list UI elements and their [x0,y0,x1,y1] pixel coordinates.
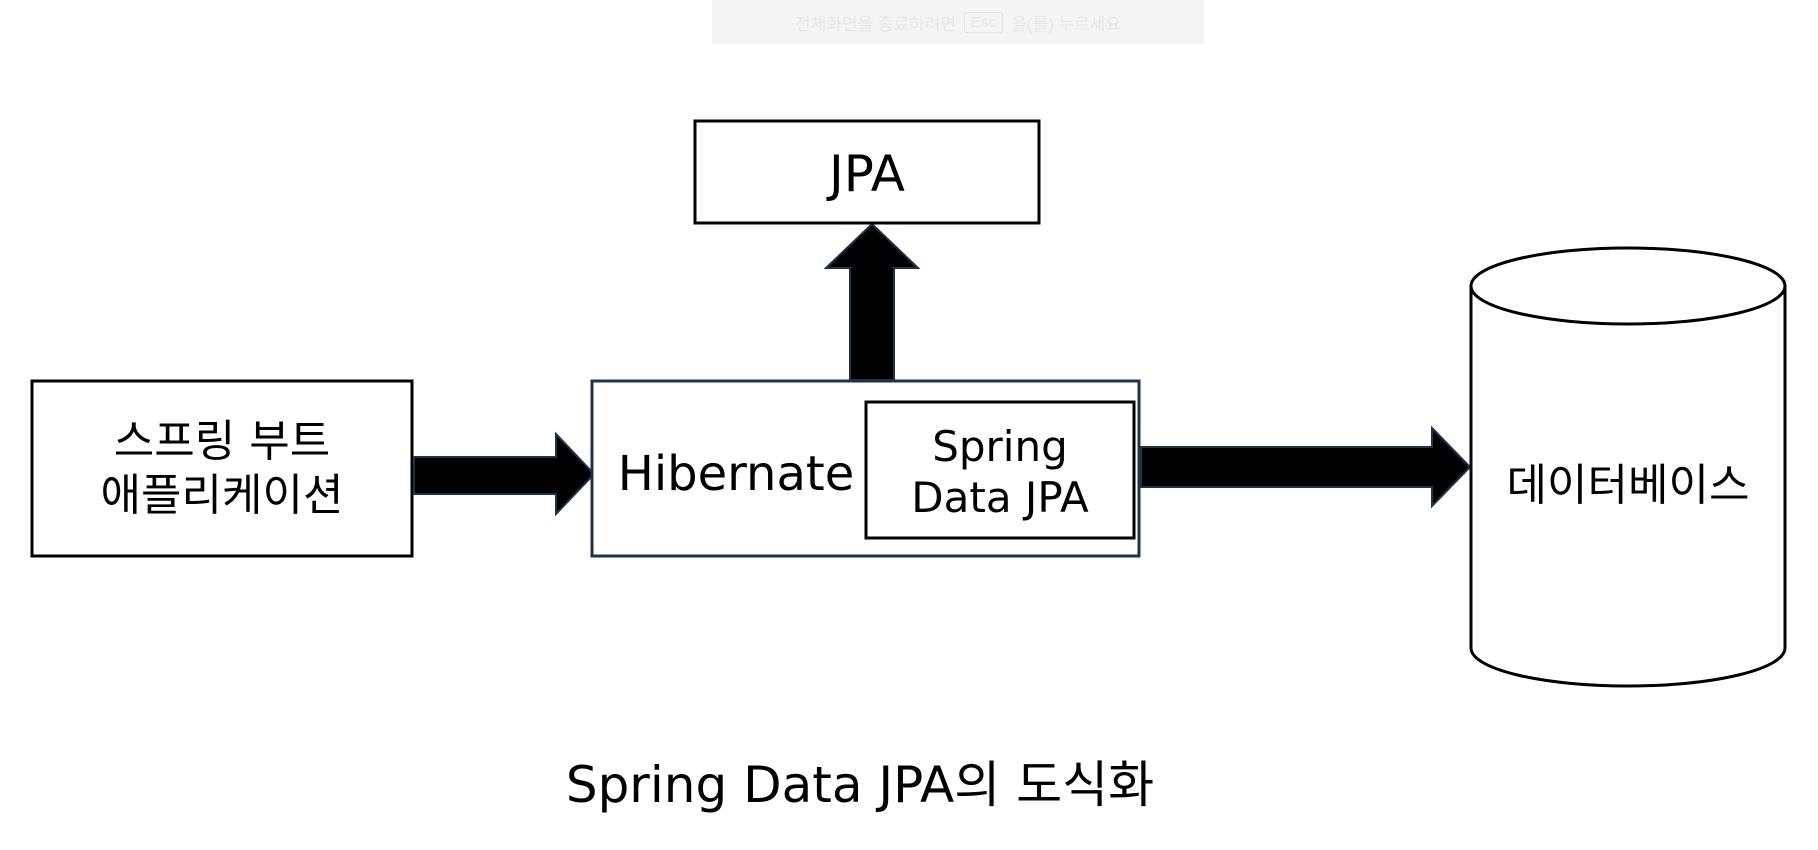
esc-key-badge: Esc [964,11,1004,33]
arrow-app-to-hibernate [413,431,596,517]
fullscreen-hint-before: 전체화면을 종료하려면 [794,14,957,34]
spring-boot-app-label-line2: 애플리케이션 [101,470,344,521]
fullscreen-exit-hint: 전체화면을 종료하려면 Esc 을(를) 누르세요 [712,0,1204,44]
fullscreen-hint-after: 을(를) 누르세요 [1011,14,1122,34]
spring-data-jpa-label-line2: Data JPA [911,473,1089,522]
database-node: 데이터베이스 [1469,246,1787,688]
hibernate-label: Hibernate [618,446,855,502]
diagram-caption: Spring Data JPA의 도식화 [566,756,1154,814]
spring-data-jpa-node: Spring Data JPA [864,400,1136,540]
spring-boot-app-node: 스프링 부트 애플리케이션 [30,379,414,558]
spring-data-jpa-label-line1: Spring [932,422,1068,471]
arrow-hibernate-to-database [1140,425,1472,509]
jpa-label: JPA [826,145,905,203]
arrow-hibernate-to-jpa [823,222,921,381]
database-label: 데이터베이스 [1507,460,1750,511]
jpa-node: JPA [693,119,1041,225]
spring-boot-app-label-line1: 스프링 부트 [114,416,330,467]
